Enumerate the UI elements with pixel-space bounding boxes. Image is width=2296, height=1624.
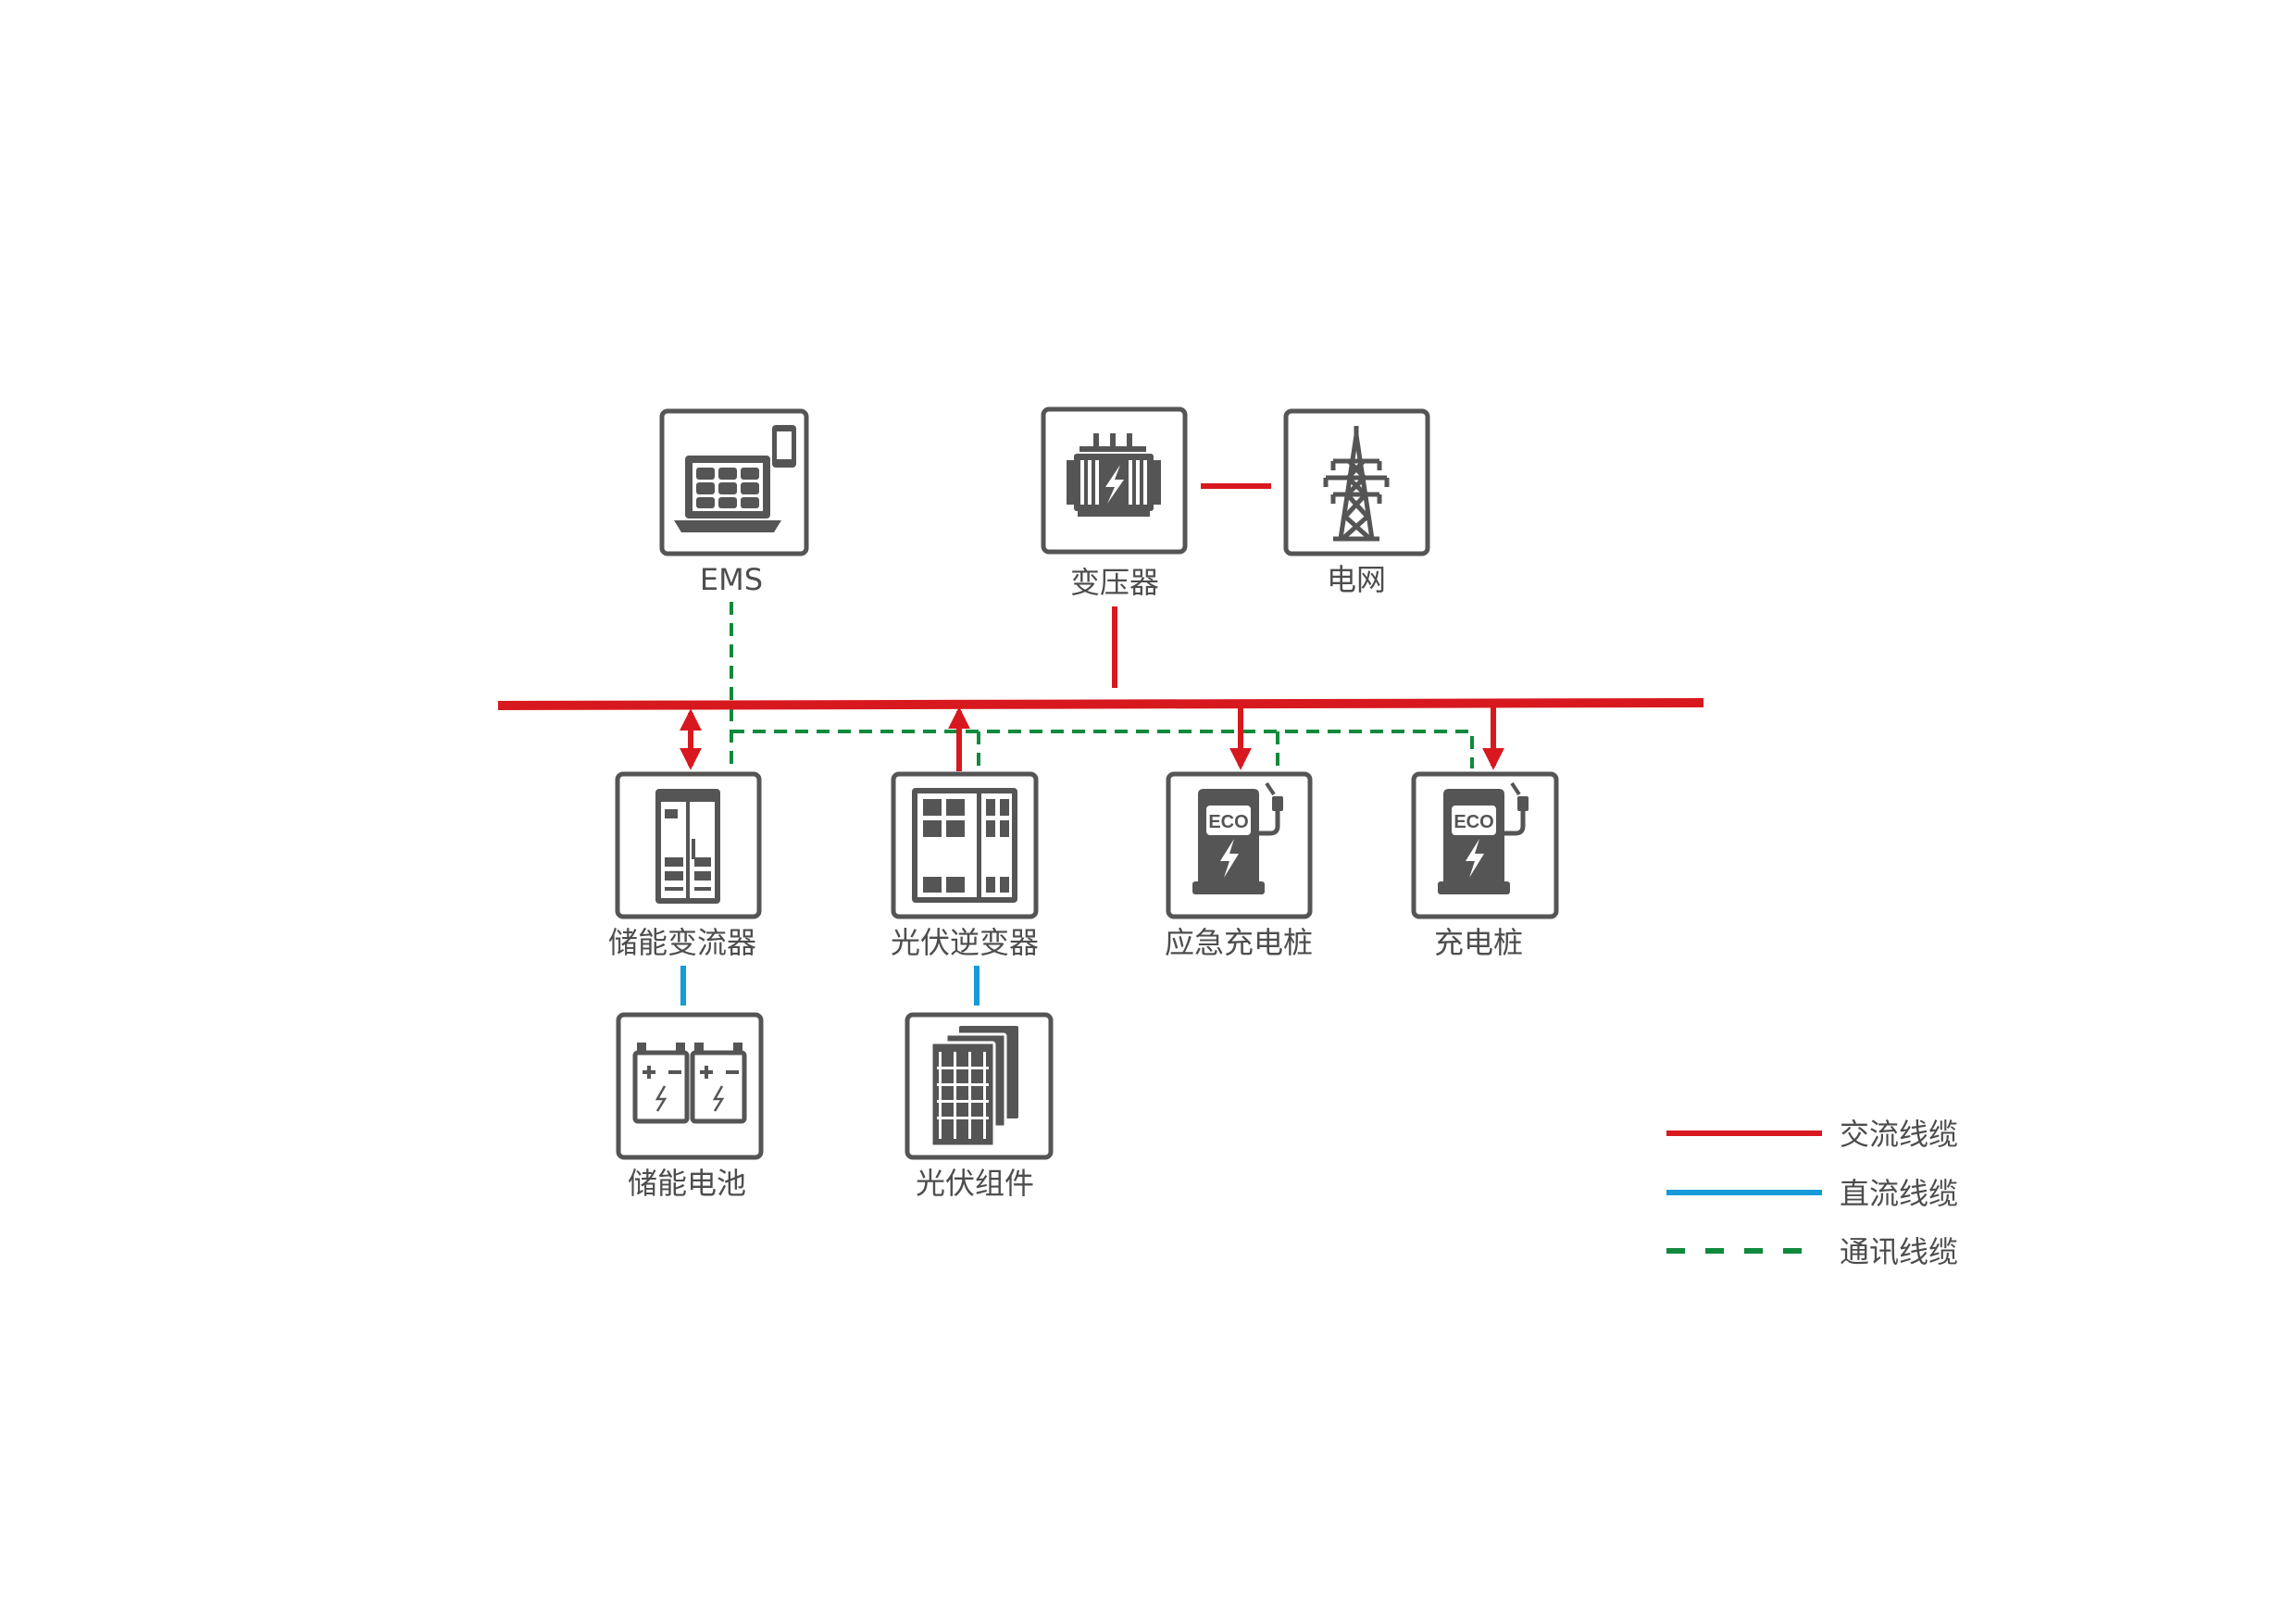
ev-charger-icon [1438,781,1529,894]
node-ems[interactable]: EMS [659,408,809,597]
legend-label-dc: 直流线缆 [1840,1176,1958,1211]
legend: 交流线缆 直流线缆 通讯线缆 [1666,1117,1958,1269]
transformer-label: 变压器 [1070,565,1159,600]
solar-panel-icon [930,1026,1018,1148]
ems-label: EMS [700,562,763,597]
dc-lines [680,966,980,1006]
battery-icon [632,1043,747,1124]
inverter-cabinet-icon [912,788,1017,903]
legend-label-ac: 交流线缆 [1840,1117,1958,1152]
ev-charger-icon [1192,781,1283,894]
legend-item-dc: 直流线缆 [1666,1176,1958,1211]
legend-item-comm: 通讯线缆 [1666,1234,1958,1269]
node-battery[interactable]: 储能电池 [616,1012,764,1201]
comm-lines [730,602,1474,768]
pcs-label: 储能变流器 [608,925,756,960]
node-charger[interactable]: ECO 充电桩 [1411,771,1559,960]
node-emergency-charger[interactable]: ECO 应急充电桩 [1165,771,1313,960]
legend-item-ac: 交流线缆 [1666,1117,1958,1152]
node-pcs[interactable]: 储能变流器 [608,771,762,960]
power-tower-icon [1323,426,1390,542]
legend-label-comm: 通讯线缆 [1840,1234,1958,1269]
node-transformer[interactable]: 变压器 [1041,406,1188,600]
battery-label: 储能电池 [628,1166,746,1201]
node-pv-module[interactable]: 光伏组件 [905,1012,1054,1201]
cabinet-icon [655,789,720,904]
eco-badge: ECO [1454,812,1493,832]
charger-label: 充电桩 [1434,925,1523,960]
eco-badge: ECO [1208,812,1248,832]
transformer-icon [1067,433,1161,517]
laptop-solar-icon [674,425,796,532]
node-pv-inverter[interactable]: 光伏逆变器 [891,771,1039,960]
ac-bus [497,698,1704,710]
ac-lines [497,483,1704,771]
pv-module-label: 光伏组件 [916,1166,1034,1201]
emergency-charger-label: 应急充电桩 [1165,925,1313,960]
node-grid[interactable]: 电网 [1283,408,1430,597]
pv-inverter-label: 光伏逆变器 [891,925,1039,960]
comm-line-bus [731,730,1474,768]
grid-label: 电网 [1327,562,1386,597]
